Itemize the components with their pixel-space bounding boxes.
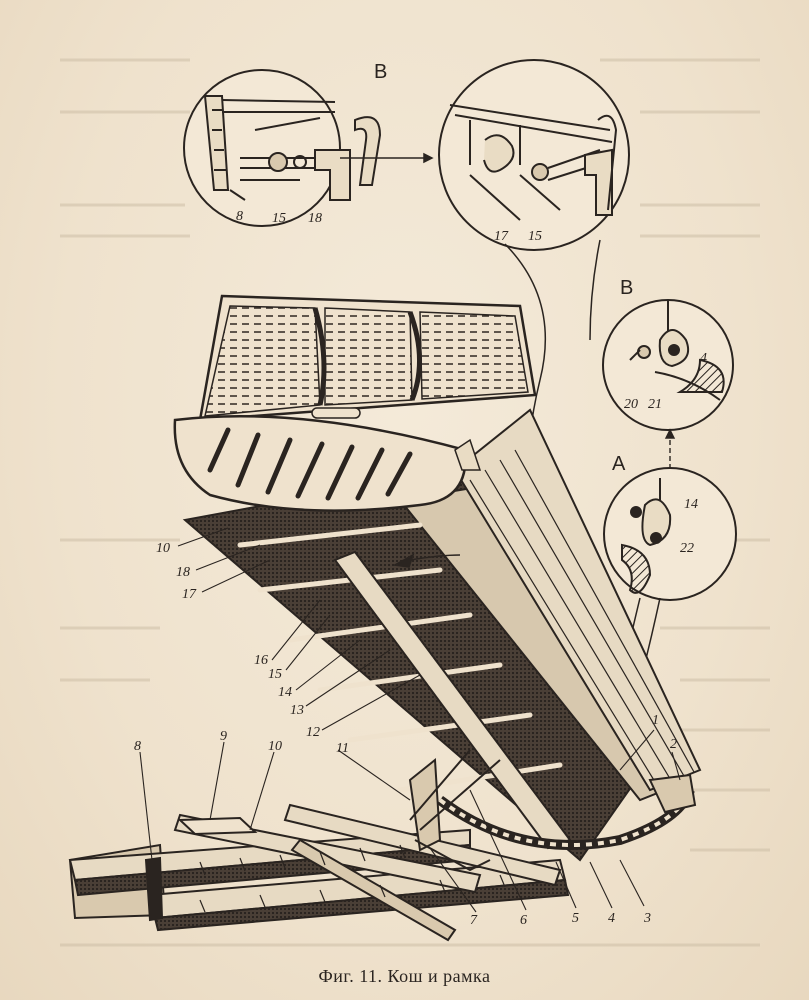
callout-label: 9 (220, 729, 227, 744)
callout-label: 21 (648, 397, 662, 412)
detail-b-small-title: В (620, 277, 633, 299)
figure-caption: Фиг. 11. Кош и рамка (318, 966, 491, 986)
callout-label: 18 (176, 565, 190, 580)
detail-b-right: 17 15 (438, 59, 630, 521)
detail-b-left: В 8 15 18 (183, 61, 387, 227)
callout-label: 1 (652, 713, 659, 728)
callout-label: 11 (336, 741, 349, 756)
callout-label: 20 (624, 397, 638, 412)
main-callouts: 10 18 17 16 15 14 13 12 11 8 9 10 1 2 3 … (134, 541, 677, 928)
hopper (182, 408, 702, 862)
callout-label: 14 (278, 685, 292, 700)
frame (68, 749, 570, 942)
callout-label: 15 (528, 229, 542, 244)
leader-lines (139, 527, 681, 913)
callout-label: 15 (272, 211, 286, 226)
detail-a-title: А (612, 453, 626, 475)
callout-label: 4 (700, 351, 707, 366)
callout-label: 3 (643, 911, 651, 926)
callout-label: 16 (254, 653, 268, 668)
callout-label: 4 (608, 911, 615, 926)
hopper-top-panels (198, 294, 537, 422)
callout-label: 6 (520, 913, 527, 928)
callout-label: 12 (306, 725, 320, 740)
detail-a: А 14 22 (593, 453, 737, 801)
callout-label: 10 (156, 541, 170, 556)
callout-label: 14 (684, 497, 698, 512)
hopper-front-panel (173, 415, 482, 512)
callout-label: 7 (470, 913, 478, 928)
detail-link-arrow (340, 152, 434, 164)
detail-b-left-title: В (374, 61, 387, 83)
callout-label: 5 (572, 911, 579, 926)
callout-label: 10 (268, 739, 282, 754)
detail-b-small: В 4 20 21 (602, 277, 734, 468)
detail-pointer (392, 553, 461, 568)
callout-label: 15 (268, 667, 282, 682)
callout-label: 13 (290, 703, 304, 718)
callout-label: 18 (308, 211, 322, 226)
callout-label: 22 (680, 541, 694, 556)
callout-label: 8 (236, 209, 243, 224)
callout-label: 17 (182, 587, 197, 602)
callout-label: 8 (134, 739, 141, 754)
callout-label: 2 (670, 737, 677, 752)
bleed-through-lines (60, 58, 770, 947)
callout-label: 17 (494, 229, 509, 244)
